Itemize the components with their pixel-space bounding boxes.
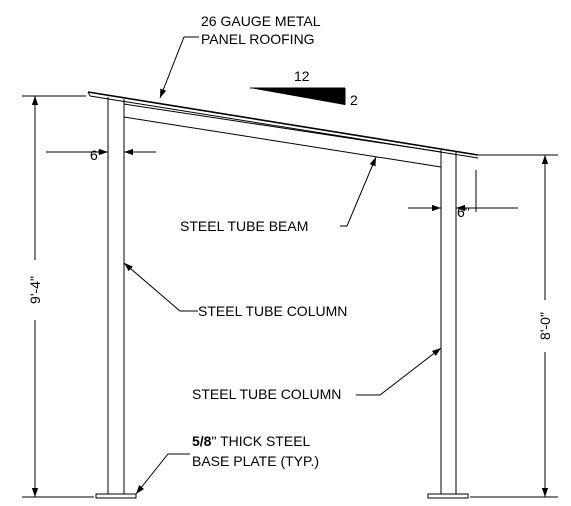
steel-tube-beam	[123, 103, 442, 168]
right-column-callout: STEEL TUBE COLUMN	[192, 347, 442, 402]
right-width-label: 6"	[457, 204, 470, 220]
roofing-callout: 26 GAUGE METAL PANEL ROOFING	[159, 13, 321, 99]
base-plate-line1-rest: " THICK STEEL	[211, 433, 310, 449]
roofing-label-line1: 26 GAUGE METAL	[201, 13, 321, 29]
right-base-plate	[427, 493, 469, 499]
beam-callout: STEEL TUBE BEAM	[180, 156, 377, 234]
left-base-plate	[95, 493, 137, 499]
left-width-dimension: 6"	[46, 147, 156, 163]
base-plate-label-line2: BASE PLATE (TYP.)	[192, 453, 319, 469]
left-height-label: 9'-4"	[27, 276, 43, 304]
left-width-label: 6"	[90, 147, 103, 163]
base-plate-callout: 5/8" THICK STEEL BASE PLATE (TYP.)	[135, 433, 319, 495]
roof-panel	[87, 91, 479, 159]
base-plate-thickness: 5/8	[192, 433, 212, 449]
left-height-dimension: 9'-4"	[22, 95, 94, 498]
beam-label: STEEL TUBE BEAM	[180, 218, 308, 234]
slope-indicator: 12 2	[250, 68, 358, 108]
slope-run-label: 12	[294, 68, 310, 84]
right-height-label: 8'-0"	[537, 312, 553, 340]
right-width-dimension: 6"	[408, 170, 518, 220]
slope-rise-label: 2	[350, 92, 358, 108]
right-column	[427, 150, 469, 499]
base-plate-label-line1: 5/8" THICK STEEL	[192, 433, 311, 449]
right-column-label: STEEL TUBE COLUMN	[192, 386, 341, 402]
left-column	[95, 97, 137, 499]
roofing-label-line2: PANEL ROOFING	[201, 31, 315, 47]
left-column-label: STEEL TUBE COLUMN	[198, 303, 347, 319]
right-height-dimension: 8'-0"	[470, 154, 558, 498]
left-column-callout: STEEL TUBE COLUMN	[123, 262, 347, 319]
